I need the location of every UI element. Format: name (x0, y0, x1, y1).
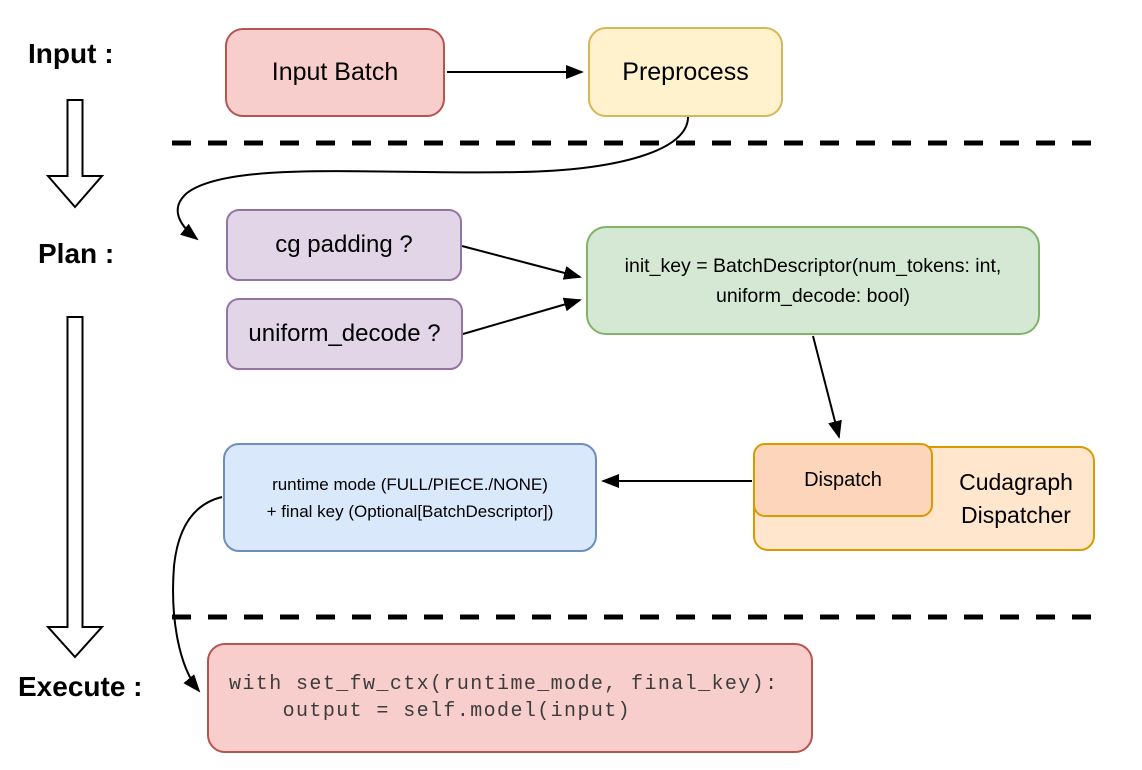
curve-runtime-mode-to-execute-code (172, 496, 223, 693)
arrow-cg-padding-to-init-key (461, 245, 582, 280)
uniform-decode-node: uniform_decode ? (226, 298, 463, 370)
stage-label-plan: Plan : (38, 238, 115, 269)
cudagraph-dispatcher-label: Cudagraph Dispatcher (935, 448, 1097, 549)
dispatch-label: Dispatch (804, 468, 882, 491)
stage-label-execute: Execute : (18, 671, 143, 702)
hollow-arrow-input-to-plan (45, 99, 105, 209)
cg-padding-node: cg padding ? (226, 209, 462, 281)
cudagraph-dispatcher-line2: Dispatcher (961, 501, 1071, 528)
cg-padding-label: cg padding ? (275, 231, 413, 258)
uniform-decode-label: uniform_decode ? (248, 320, 441, 347)
input-batch-node: Input Batch (225, 28, 445, 117)
runtime-mode-node: runtime mode (FULL/PIECE./NONE) + final … (223, 443, 597, 552)
runtime-mode-line2: + final key (Optional[BatchDescriptor]) (266, 501, 554, 521)
preprocess-node: Preprocess (588, 27, 783, 117)
curve-preprocess-to-cg-padding (176, 116, 689, 241)
input-batch-label: Input Batch (271, 58, 399, 86)
init-key-node: init_key = BatchDescriptor(num_tokens: i… (586, 226, 1040, 335)
init-key-line1: init_key = BatchDescriptor(num_tokens: i… (624, 254, 1002, 277)
execute-code-line1: with set_fw_ctx(runtime_mode, final_key)… (229, 673, 779, 696)
init-key-line2: uniform_decode: bool) (715, 284, 911, 307)
arrow-init-key-to-dispatch (812, 335, 842, 439)
cudagraph-dispatcher-line1: Cudagraph (959, 468, 1073, 495)
preprocess-label: Preprocess (622, 57, 749, 86)
runtime-mode-line1: runtime mode (FULL/PIECE./NONE) (272, 474, 548, 494)
hollow-arrow-plan-to-execute (45, 316, 105, 659)
dispatch-node: Dispatch (753, 443, 933, 517)
execute-code-node: with set_fw_ctx(runtime_mode, final_key)… (207, 643, 813, 753)
stage-label-input: Input : (28, 38, 114, 69)
execute-code-line2: output = self.model(input) (229, 700, 632, 723)
arrow-uniform-decode-to-init-key (462, 297, 582, 335)
